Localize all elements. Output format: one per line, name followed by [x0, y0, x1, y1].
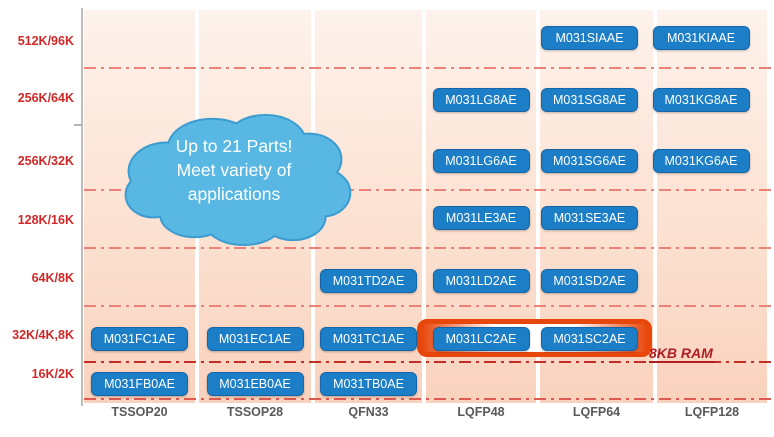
y-axis-label: 32K/4K,8K	[12, 328, 74, 342]
y-axis-tick	[74, 124, 82, 126]
part-pill: M031EC1AE	[206, 327, 304, 351]
part-pill: M031EB0AE	[206, 372, 304, 396]
row-divider-line	[84, 361, 772, 363]
part-pill: M031KG6AE	[652, 149, 750, 173]
y-axis-label: 256K/64K	[17, 91, 74, 105]
row-divider-line	[84, 305, 772, 307]
cloud-line-3: applications	[187, 184, 281, 204]
part-pill: M031FC1AE	[91, 327, 188, 351]
y-axis-label: 512K/96K	[17, 34, 74, 48]
package-column	[657, 10, 767, 403]
row-divider-line	[84, 398, 772, 400]
row-divider-line	[84, 189, 772, 191]
x-axis-label: LQFP48	[457, 405, 505, 419]
cloud-line-2: Meet variety of	[176, 160, 292, 180]
part-pill: M031TC1AE	[320, 327, 417, 351]
row-divider-line	[84, 67, 772, 69]
y-axis-line	[81, 8, 83, 406]
x-axis-label: TSSOP28	[226, 405, 284, 419]
part-pill: M031LD2AE	[432, 269, 530, 293]
y-axis-label: 128K/16K	[17, 213, 74, 227]
part-pill: M031LG6AE	[432, 149, 530, 173]
part-pill: M031FB0AE	[91, 372, 188, 396]
x-axis-label: LQFP64	[572, 405, 621, 419]
part-pill: M031SG8AE	[541, 88, 638, 112]
x-axis-label: LQFP128	[684, 405, 740, 419]
x-axis-label: TSSOP20	[111, 405, 168, 419]
y-axis-label: 16K/2K	[31, 367, 74, 381]
part-pill: M031LE3AE	[432, 206, 530, 230]
part-pill: M031TB0AE	[320, 372, 417, 396]
ram-annotation: 8KB RAM	[649, 345, 715, 363]
part-pill: M031LC2AE	[432, 327, 530, 351]
y-axis-label: 256K/32K	[17, 154, 74, 168]
part-pill: M031LG8AE	[432, 88, 530, 112]
part-pill: M031SG6AE	[541, 149, 638, 173]
part-pill: M031SIAAE	[541, 26, 638, 50]
part-pill: M031KG8AE	[652, 88, 750, 112]
x-axis-label: QFN33	[348, 405, 389, 419]
y-axis-label: 64K/8K	[31, 271, 74, 285]
part-pill: M031KIAAE	[652, 26, 750, 50]
cloud-text: Up to 21 Parts! Meet variety of applicat…	[114, 134, 354, 206]
cloud-line-1: Up to 21 Parts!	[175, 136, 293, 156]
part-pill: M031SE3AE	[541, 206, 638, 230]
row-divider-line	[84, 247, 772, 249]
part-pill: M031TD2AE	[320, 269, 417, 293]
part-pill: M031SD2AE	[541, 269, 638, 293]
part-pill: M031SC2AE	[541, 327, 638, 351]
